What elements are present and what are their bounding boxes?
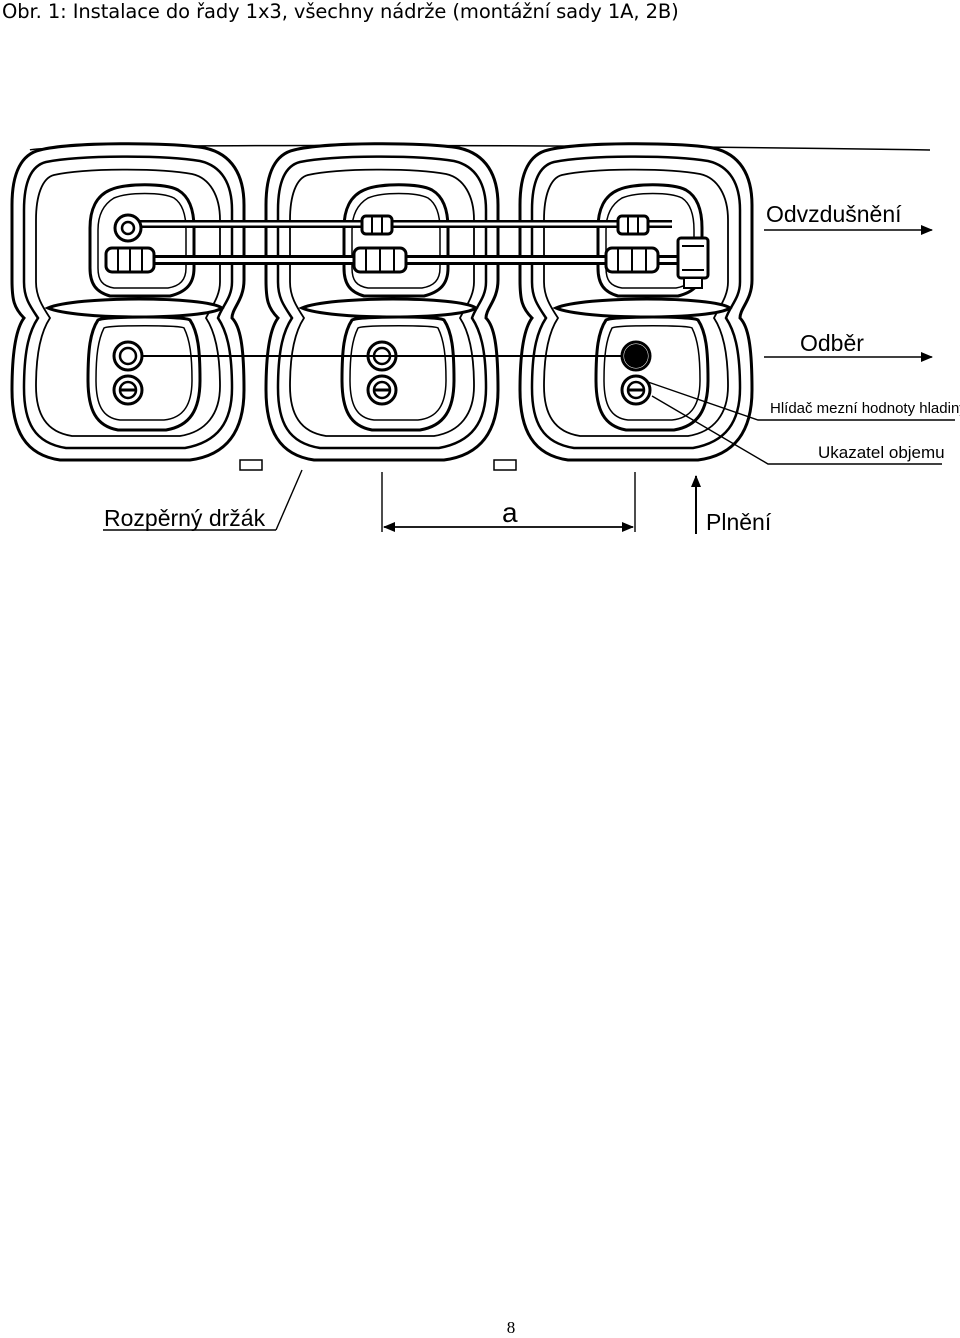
figure-caption: Obr. 1: Instalace do řady 1x3, všechny n… <box>2 0 679 23</box>
distribution-pipe <box>104 236 710 289</box>
spacer-bracket <box>239 459 263 471</box>
label-spacer: Rozpěrný držák <box>104 505 266 531</box>
tank-installation-diagram: Odvzdušnění Odběr Hlídač mezní hodnoty h… <box>10 142 960 535</box>
spacer-bracket <box>493 459 517 471</box>
label-filling: Plnění <box>706 509 772 535</box>
label-venting: Odvzdušnění <box>766 201 902 227</box>
tank-3 <box>518 142 754 462</box>
label-level-switch: Hlídač mezní hodnoty hladiny <box>770 400 960 417</box>
venting-pipe <box>113 213 672 243</box>
label-volume-indicator: Ukazatel objemu <box>818 443 945 462</box>
label-distance-a: a <box>502 497 518 528</box>
tank-1 <box>10 142 246 462</box>
tank-2 <box>264 142 500 462</box>
valve-body <box>676 236 710 280</box>
label-outlet: Odběr <box>800 330 864 356</box>
page-number: 8 <box>506 1318 516 1337</box>
